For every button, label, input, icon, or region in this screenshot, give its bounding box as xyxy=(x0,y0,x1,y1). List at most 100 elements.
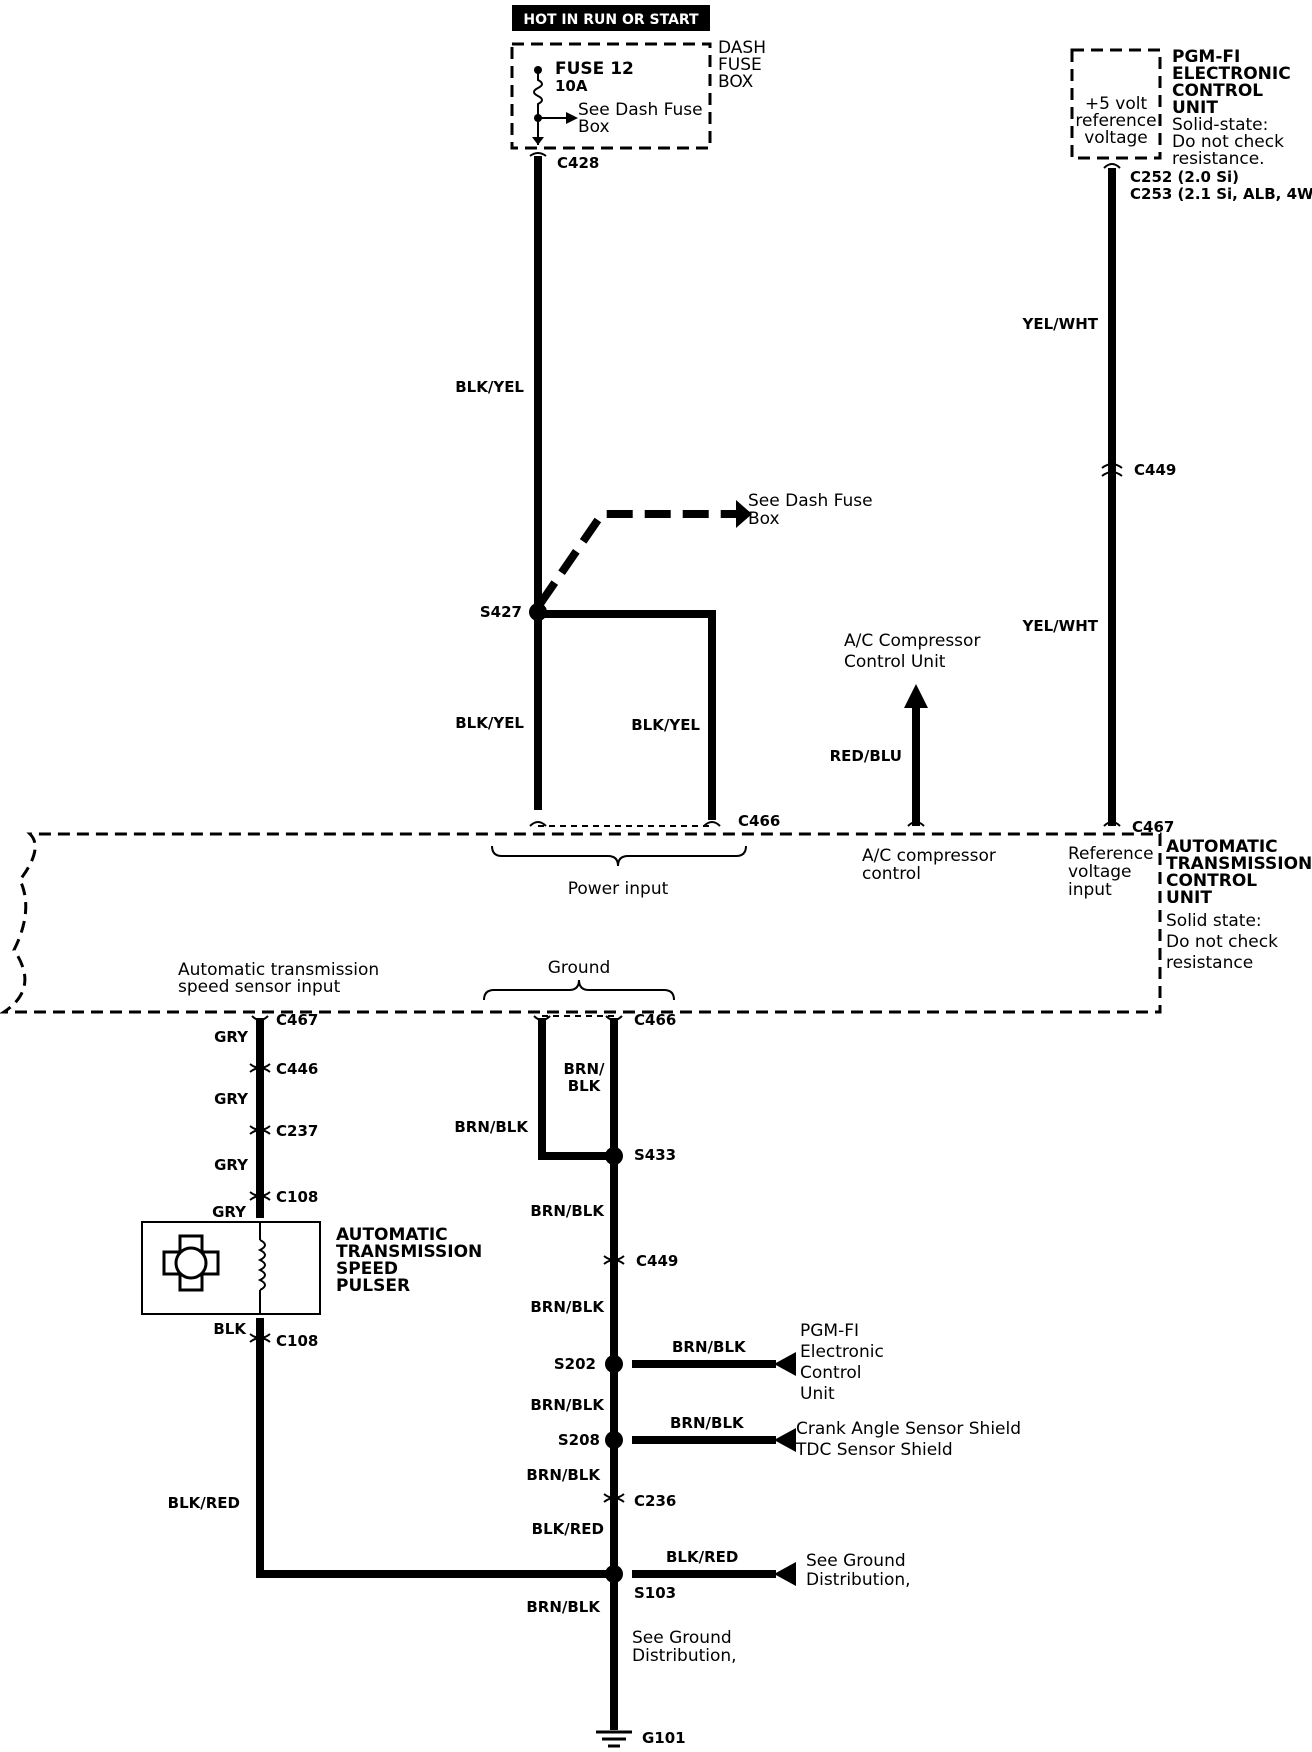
c449-top-connector xyxy=(1101,463,1123,477)
c108-bottom-label: C108 xyxy=(276,1332,318,1350)
g101-label: G101 xyxy=(642,1729,686,1747)
blk-red-label-3: BLK/RED xyxy=(666,1548,738,1566)
ref-input-label-1: Reference xyxy=(1068,844,1154,864)
pgm-fi-arrow-icon xyxy=(774,1352,796,1376)
brn-blk-label-2: BRN/BLK xyxy=(454,1118,529,1136)
c466-pin-b xyxy=(703,821,721,827)
brn-blk-label-1b: BLK xyxy=(568,1077,602,1095)
ref-input-label-3: input xyxy=(1068,880,1112,900)
fuse-12-element xyxy=(533,70,543,118)
c467-bottom-label: C467 xyxy=(276,1011,318,1029)
blk-yel-label-1: BLK/YEL xyxy=(455,378,524,396)
pgm-fi-title-4: UNIT xyxy=(1172,98,1218,118)
c467-top-label: C467 xyxy=(1132,818,1174,836)
c252-connector xyxy=(1103,163,1121,169)
c236-connector xyxy=(603,1493,625,1503)
fuse-note-line-2: Box xyxy=(578,117,610,137)
s433-splice xyxy=(605,1147,623,1165)
c466-bottom-label: C466 xyxy=(634,1011,676,1029)
brn-blk-label-1a: BRN/ xyxy=(563,1060,605,1078)
c108-top-label: C108 xyxy=(276,1188,318,1206)
dash-fuse-box-outline xyxy=(510,42,712,150)
ground-dist-arrow-icon xyxy=(774,1562,796,1586)
ground-dist-1a: See Ground xyxy=(806,1551,906,1571)
pgm-fi-side-3: Control xyxy=(800,1363,861,1383)
ground-symbol-icon xyxy=(596,1730,632,1748)
s427-label: S427 xyxy=(480,603,522,621)
pulser-hub-icon xyxy=(174,1246,208,1280)
c428-connector xyxy=(529,152,547,157)
dash-fuse-box-label-3: BOX xyxy=(718,72,754,92)
ac-unit-arrow-icon xyxy=(904,684,928,708)
s208-label: S208 xyxy=(558,1431,600,1449)
crank-shield-label: Crank Angle Sensor Shield xyxy=(796,1419,1021,1439)
pgm-fi-side-1: PGM-FI xyxy=(800,1321,859,1341)
c446-label: C446 xyxy=(276,1060,318,1078)
yel-wht-label-2: YEL/WHT xyxy=(1022,617,1099,635)
blk-red-label-2: BLK/RED xyxy=(532,1520,604,1538)
ref-input-label-2: voltage xyxy=(1068,862,1132,882)
brn-blk-label-8: BRN/BLK xyxy=(526,1466,601,1484)
c428-arrow-icon xyxy=(532,137,544,145)
pgm-fi-title-1: PGM-FI xyxy=(1172,47,1240,67)
dash-fuse-arrow-icon xyxy=(736,500,752,528)
tcu-outline xyxy=(0,832,1162,1014)
tcu-note-3: resistance xyxy=(1166,953,1253,973)
brn-blk-loop-wire xyxy=(538,1018,614,1160)
pgm-fi-side-4: Unit xyxy=(800,1384,835,1404)
fuse-box-arrow-icon xyxy=(566,112,578,124)
hot-in-run-banner xyxy=(512,5,710,31)
c237-label: C237 xyxy=(276,1122,318,1140)
s202-splice xyxy=(605,1355,623,1373)
yel-wht-label-1: YEL/WHT xyxy=(1022,315,1099,333)
power-input-label: Power input xyxy=(568,879,669,899)
s208-splice xyxy=(605,1431,623,1449)
fuse-12-name: FUSE 12 xyxy=(555,59,634,79)
gry-label-4: GRY xyxy=(212,1203,247,1221)
tcu-title-1: AUTOMATIC xyxy=(1166,837,1278,857)
c253-label: C253 (2.1 Si, ALB, 4WS) xyxy=(1130,185,1312,203)
shield-arrow-icon xyxy=(774,1428,796,1452)
pulser-title-1: AUTOMATIC xyxy=(336,1225,448,1245)
dash-fuse-branch-wire xyxy=(536,510,740,607)
tcu-note-2: Do not check xyxy=(1166,932,1278,952)
s202-label: S202 xyxy=(554,1355,596,1373)
c237-connector xyxy=(249,1125,271,1135)
speed-input-label-2: speed sensor input xyxy=(178,977,341,997)
blk-red-label-1: BLK/RED xyxy=(168,1494,240,1512)
pgm-fi-ecu-outline xyxy=(1070,48,1162,160)
pgm-fi-title-3: CONTROL xyxy=(1172,81,1263,101)
dash-fuse-box-label-2: FUSE xyxy=(718,55,762,75)
c449-bottom-connector xyxy=(603,1255,625,1265)
tcu-title-4: UNIT xyxy=(1166,888,1212,908)
c446-connector xyxy=(249,1063,271,1073)
s103-splice xyxy=(605,1565,623,1583)
fuse-note-line-1: See Dash Fuse xyxy=(578,100,703,120)
brn-blk-label-4: BRN/BLK xyxy=(530,1298,605,1316)
ground-dist-1b: Distribution, xyxy=(806,1570,911,1590)
pulser-coil-icon xyxy=(257,1239,266,1291)
pulser-title-4: PULSER xyxy=(336,1276,410,1296)
pgm-fi-note-3: resistance. xyxy=(1172,149,1265,169)
blk-yel-label-2: BLK/YEL xyxy=(455,714,524,732)
c236-label: C236 xyxy=(634,1492,676,1510)
hot-in-run-label: HOT IN RUN OR START xyxy=(523,12,699,28)
ground-dist-2a: See Ground xyxy=(632,1628,732,1648)
ground-label: Ground xyxy=(548,958,611,978)
speed-input-label-1: Automatic transmission xyxy=(178,960,379,980)
c467-ac-pin xyxy=(907,821,925,827)
brn-blk-label-9: BRN/BLK xyxy=(526,1598,601,1616)
pgm-fi-note-1: Solid-state: xyxy=(1172,115,1268,135)
gry-label-2: GRY xyxy=(214,1090,249,1108)
brn-blk-label-3: BRN/BLK xyxy=(530,1202,605,1220)
blk-red-wire xyxy=(256,1318,614,1578)
ref-voltage-inner-3: voltage xyxy=(1084,128,1148,148)
c449-bottom-label: C449 xyxy=(636,1252,678,1270)
ref-voltage-inner-2: reference xyxy=(1075,111,1156,131)
gry-label-1: GRY xyxy=(214,1028,249,1046)
ac-compressor-unit-2: Control Unit xyxy=(844,652,946,672)
ground-brace xyxy=(483,979,675,1001)
pgm-fi-side-2: Electronic xyxy=(800,1342,884,1362)
c428-label: C428 xyxy=(557,154,599,172)
